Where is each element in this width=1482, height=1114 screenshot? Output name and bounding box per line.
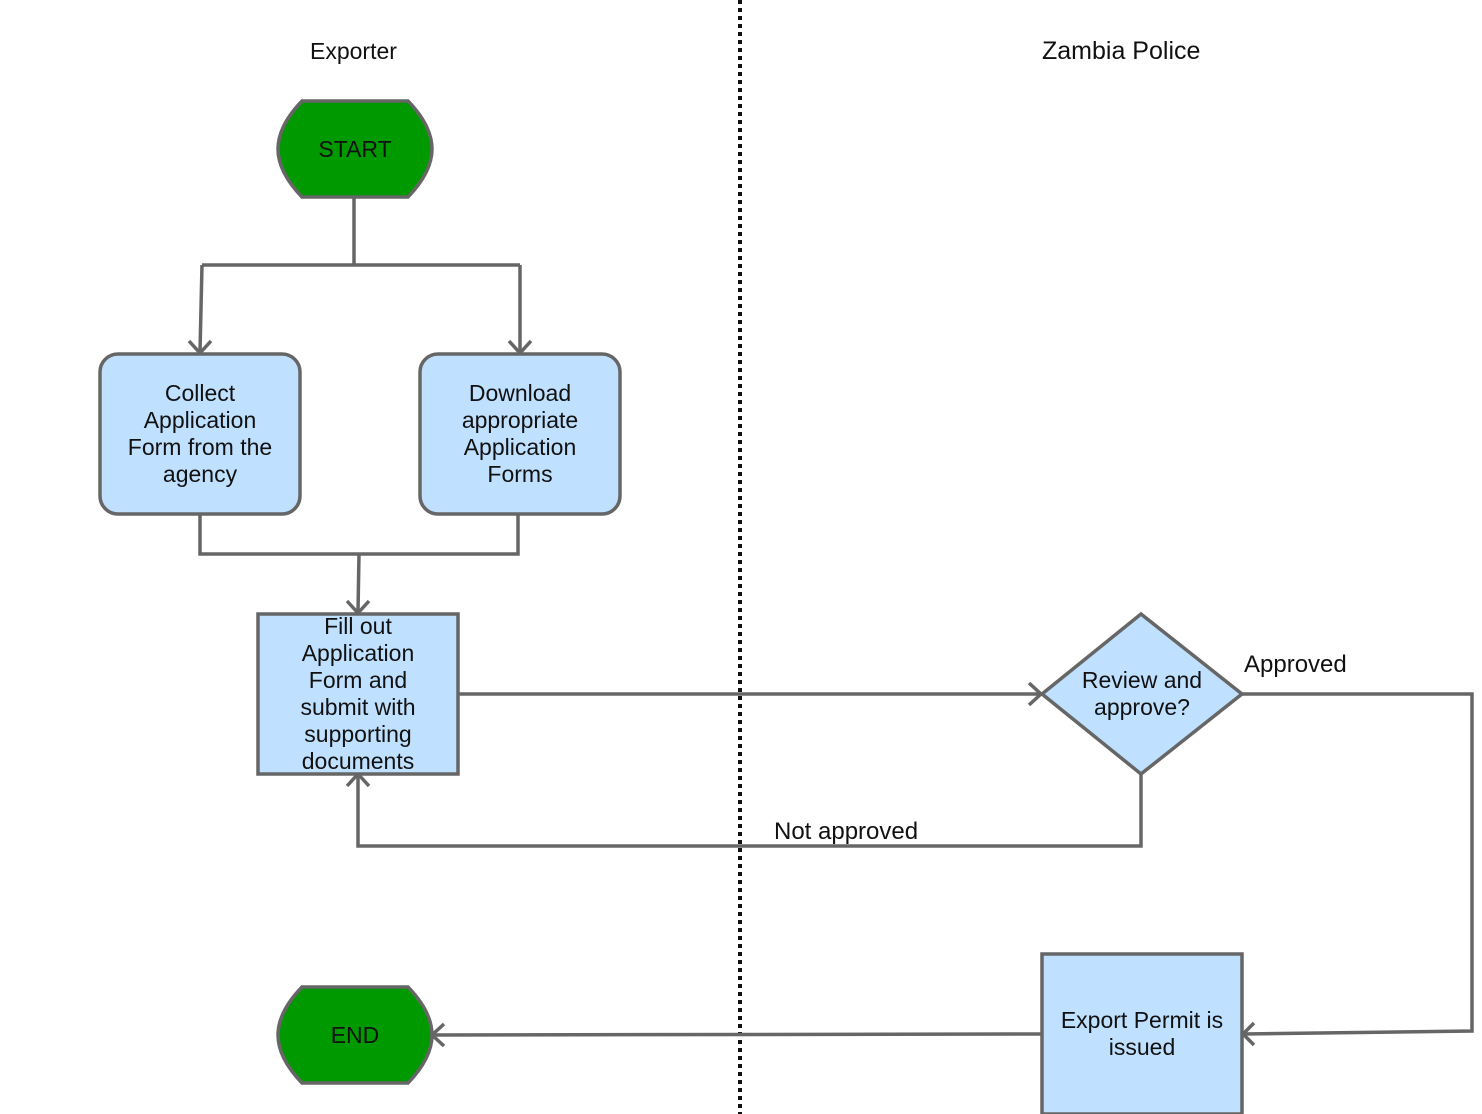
- download-box: [418, 352, 622, 516]
- fill-label: Fill out Application Form and submit wit…: [300, 613, 416, 774]
- edge-label-not-approved: Not approved: [774, 818, 919, 845]
- start-terminal-shape: [276, 99, 434, 199]
- lane-title-zambia-police: Zambia Police: [1042, 37, 1201, 65]
- download-label: Download appropriate Application Forms: [461, 380, 579, 487]
- fill-step: Fill out Application Form and submit wit…: [258, 613, 458, 774]
- edge-merge: [198, 515, 520, 613]
- review-diamond: [1039, 611, 1245, 777]
- edge-label-approved: Approved: [1244, 651, 1347, 678]
- review-label: Review and approve?: [1081, 667, 1203, 720]
- collect-box: [98, 352, 302, 516]
- end-terminal-shape: [276, 985, 434, 1085]
- edge-approved: [1242, 692, 1474, 1036]
- end-label: END: [330, 1021, 380, 1048]
- permit-box: [1040, 952, 1244, 1114]
- edge-to-collect: [198, 264, 204, 353]
- permit-step: Export Permit is issued: [1042, 954, 1242, 1114]
- edge-start-split: [202, 197, 520, 267]
- collect-step: Collect Application Form from the agency: [100, 354, 300, 514]
- fill-box: [256, 612, 460, 776]
- edge-permit-end: [432, 1032, 1043, 1037]
- start-terminal: START: [278, 101, 432, 197]
- permit-label: Export Permit is issued: [1060, 1007, 1224, 1060]
- end-terminal: END: [278, 987, 432, 1083]
- download-step: Download appropriate Application Forms: [420, 354, 620, 514]
- review-decision: Review and approve?: [1062, 654, 1222, 734]
- edge-not-approved: [356, 774, 1143, 848]
- lane-title-exporter: Exporter: [310, 38, 397, 64]
- collect-label: Collect Application Form from the agency: [127, 380, 273, 487]
- start-label: START: [318, 135, 392, 162]
